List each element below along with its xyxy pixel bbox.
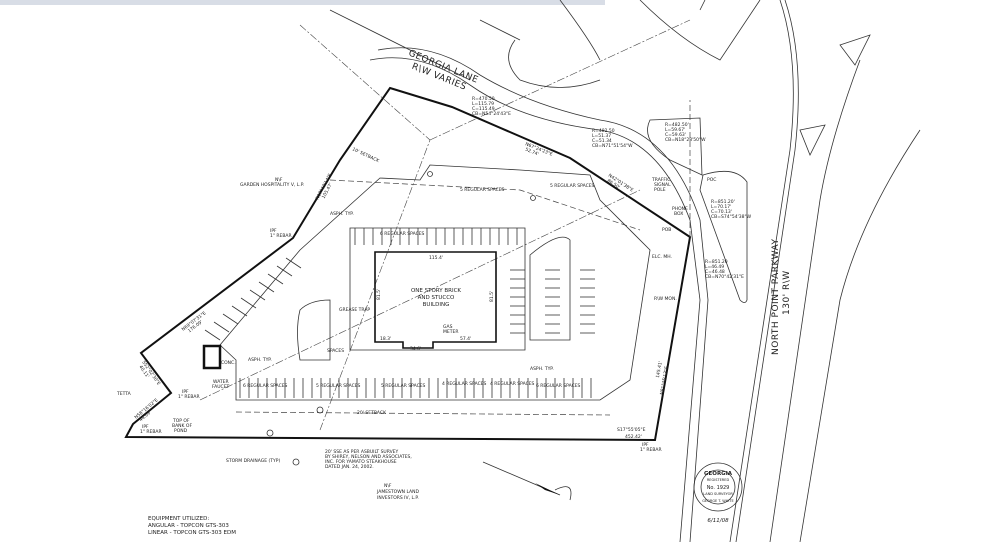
svg-text:ANGULAR - TOPCON GTS-303: ANGULAR - TOPCON GTS-303: [148, 523, 229, 529]
building-label: ONE STORY BRICK AND STUCCO BUILDING 115.…: [376, 255, 495, 352]
svg-text:N\F: N\F: [384, 483, 392, 489]
svg-text:S17°55'05"E: S17°55'05"E: [617, 427, 646, 433]
svg-text:34.6': 34.6': [410, 346, 421, 352]
svg-text:REGISTERED: REGISTERED: [707, 478, 730, 482]
svg-text:N69°07'31"E176.09': N69°07'31"E176.09': [181, 310, 211, 336]
svg-text:ASPH. TYP.: ASPH. TYP.: [248, 357, 272, 363]
building-outline: [374, 251, 497, 349]
parking-stall-line: [240, 297, 257, 309]
svg-text:N81°45'13"E145.41': N81°45'13"E145.41': [652, 361, 671, 396]
svg-text:GAS: GAS: [443, 324, 453, 330]
svg-text:LINEAR - TOPCON GTS-303 EDM: LINEAR - TOPCON GTS-303 EDM: [148, 530, 236, 536]
parking-curb: [219, 164, 651, 401]
svg-text:No. 1929: No. 1929: [707, 485, 730, 491]
property-boundary: [124, 86, 692, 442]
svg-text:57.4': 57.4': [460, 336, 471, 342]
svg-text:R\W MON.: R\W MON.: [654, 296, 677, 302]
svg-text:5 REGULAR SPACES: 5 REGULAR SPACES: [316, 383, 361, 389]
neighbor-labels: N\F GARDEN HOSPITALITY V, L.P. N\F JAMES…: [116, 177, 420, 501]
parking-stall-line: [204, 329, 221, 341]
equipment-note: EQUIPMENT UTILIZED: ANGULAR - TOPCON GTS…: [148, 516, 236, 536]
storm-drain-icons: [266, 171, 536, 466]
svg-text:5 REGULAR SPACES: 5 REGULAR SPACES: [381, 383, 426, 389]
svg-text:6 REGULAR SPACES: 6 REGULAR SPACES: [536, 383, 581, 389]
svg-text:GEORGE T. WHITE: GEORGE T. WHITE: [702, 499, 734, 503]
svg-text:GEORGIA: GEORGIA: [704, 471, 733, 477]
svg-text:ASPH. TYP.: ASPH. TYP.: [530, 366, 554, 372]
svg-text:GREASE TRAP: GREASE TRAP: [339, 307, 370, 313]
svg-text:115.4': 115.4': [429, 255, 443, 261]
svg-text:EQUIPMENT UTILIZED:: EQUIPMENT UTILIZED:: [148, 516, 209, 522]
parking-stall-line: [213, 321, 230, 333]
svg-text:6/11/08: 6/11/08: [707, 518, 729, 524]
svg-text:CONC.: CONC.: [221, 360, 236, 366]
surveyor-seal: GEORGIA REGISTERED No. 1929 LAND SURVEYO…: [693, 462, 743, 524]
parking-stall-line: [258, 281, 275, 293]
svg-text:18.3': 18.3': [380, 336, 391, 342]
svg-text:STORM DRAINAGE (TYP): STORM DRAINAGE (TYP): [226, 458, 280, 464]
parking-stall-line: [249, 289, 266, 301]
road-label-georgia-lane: GEORGIA LANER\W VARIES: [403, 49, 480, 96]
svg-text:N17°43'14"E105.47': N17°43'14"E105.47': [314, 172, 337, 203]
parking-space-labels: 6 REGULAR SPACES 5 REGULAR SPACES 5 REGU…: [243, 183, 595, 389]
svg-text:R=482.50'L=59.67'C=59.63'CB=N1: R=482.50'L=59.67'C=59.63'CB=N18°28'50"W: [665, 122, 706, 143]
svg-text:POC: POC: [707, 177, 716, 183]
parking-stall-line: [231, 305, 248, 317]
roads: [329, 0, 921, 542]
svg-text:N\F: N\F: [275, 177, 283, 183]
svg-text:GARDEN HOSPITALITY V, L.P.: GARDEN HOSPITALITY V, L.P.: [240, 182, 304, 188]
svg-text:BUILDING: BUILDING: [423, 302, 450, 308]
svg-text:20' SETBACK: 20' SETBACK: [357, 410, 387, 416]
north-arrow-icon: [482, 461, 572, 501]
svg-text:81.5': 81.5': [489, 291, 495, 302]
svg-text:AND STUCCO: AND STUCCO: [418, 295, 455, 301]
svg-text:4 REGULAR SPACES: 4 REGULAR SPACES: [442, 381, 487, 387]
svg-text:ELC. MH.: ELC. MH.: [652, 254, 672, 260]
svg-text:6 REGULAR SPACES: 6 REGULAR SPACES: [380, 231, 425, 237]
svg-text:452.42': 452.42': [625, 434, 642, 440]
svg-text:ASPH. TYP.: ASPH. TYP.: [330, 211, 354, 217]
parking-stall-line: [276, 265, 293, 277]
svg-text:INVESTORS IV, L.P.: INVESTORS IV, L.P.: [377, 495, 419, 501]
parking-stall-line: [222, 313, 239, 325]
svg-text:10' SETBACK: 10' SETBACK: [351, 146, 381, 164]
svg-text:METER: METER: [443, 329, 458, 335]
svg-text:ONE STORY BRICK: ONE STORY BRICK: [411, 288, 461, 294]
dumpster-enclosure: [202, 344, 222, 370]
parking-stall-line: [267, 273, 284, 285]
svg-text:4 REGULAR SPACES: 4 REGULAR SPACES: [490, 381, 535, 387]
svg-text:TETTA: TETTA: [116, 391, 132, 397]
svg-text:POB: POB: [662, 227, 671, 233]
svg-text:JAMESTOWN LAND: JAMESTOWN LAND: [376, 489, 420, 495]
svg-text:81.5': 81.5': [376, 289, 382, 300]
svg-text:LAND SURVEYOR: LAND SURVEYOR: [703, 492, 733, 496]
road-label-north-point: NORTH POINT PARKWAY130' R\W: [771, 238, 792, 355]
svg-text:N42°01'38"E86.50': N42°01'38"E86.50': [604, 173, 634, 198]
parking-stall-line: [285, 257, 302, 269]
svg-text:R=851.20'L=70.17'C=70.13'CB=S7: R=851.20'L=70.17'C=70.13'CB=S74°54'38"W: [711, 199, 752, 220]
top-scroll-bar: [0, 0, 605, 5]
parking-stalls: [204, 228, 595, 398]
svg-text:5 REGULAR SPACES: 5 REGULAR SPACES: [550, 183, 595, 189]
svg-text:6 REGULAR SPACES: 6 REGULAR SPACES: [243, 383, 288, 389]
svg-text:5 REGULAR SPACES: 5 REGULAR SPACES: [460, 187, 505, 193]
svg-text:SPACES: SPACES: [327, 348, 344, 354]
